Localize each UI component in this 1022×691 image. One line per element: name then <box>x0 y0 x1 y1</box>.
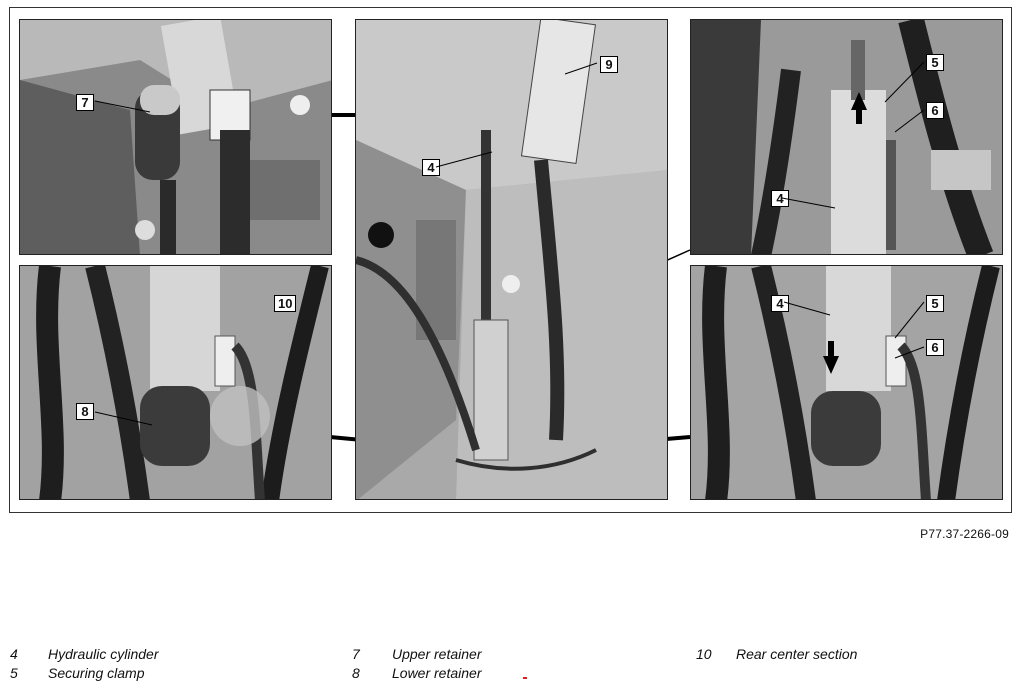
legend-text: Securing clamp <box>48 665 145 681</box>
legend-number: 5 <box>10 665 18 681</box>
legend: 4 Hydraulic cylinder 5 Securing clamp 7 … <box>0 645 1022 691</box>
callout-9: 9 <box>600 56 618 73</box>
callout-4b: 4 <box>771 190 789 207</box>
callout-4c: 4 <box>771 295 789 312</box>
callout-7: 7 <box>76 94 94 111</box>
legend-text: Lower retainer <box>392 665 482 681</box>
photo-panel-overview: 9 4 <box>355 19 668 500</box>
legend-text: Rear center section <box>736 646 858 662</box>
legend-text: Hydraulic cylinder <box>48 646 159 662</box>
callout-6b: 6 <box>926 339 944 356</box>
legend-number: 4 <box>10 646 18 662</box>
legend-item: 7 Upper retainer <box>352 645 682 663</box>
photo-panel-upper-retainer: 7 <box>19 19 332 255</box>
photo-panel-clamp-release: 5 6 4 <box>690 19 1003 255</box>
legend-number: 10 <box>696 646 712 662</box>
callout-6: 6 <box>926 102 944 119</box>
callout-4: 4 <box>422 159 440 176</box>
photo-reference: P77.37-2266-09 <box>920 527 1009 541</box>
legend-item: 8 Lower retainer <box>352 664 682 682</box>
photo-panel-lower-retainer: 10 8 <box>19 265 332 500</box>
photo-panel-clamp-secure: 4 5 6 <box>690 265 1003 500</box>
red-mark <box>523 677 527 679</box>
legend-item: 5 Securing clamp <box>10 664 340 682</box>
callout-8: 8 <box>76 403 94 420</box>
callout-10: 10 <box>274 295 297 312</box>
legend-number: 8 <box>352 665 360 681</box>
legend-number: 7 <box>352 646 360 662</box>
legend-text: Upper retainer <box>392 646 482 662</box>
legend-item: 4 Hydraulic cylinder <box>10 645 340 663</box>
callout-5b: 5 <box>926 295 944 312</box>
legend-item: 10 Rear center section <box>696 645 1006 663</box>
callout-5: 5 <box>926 54 944 71</box>
